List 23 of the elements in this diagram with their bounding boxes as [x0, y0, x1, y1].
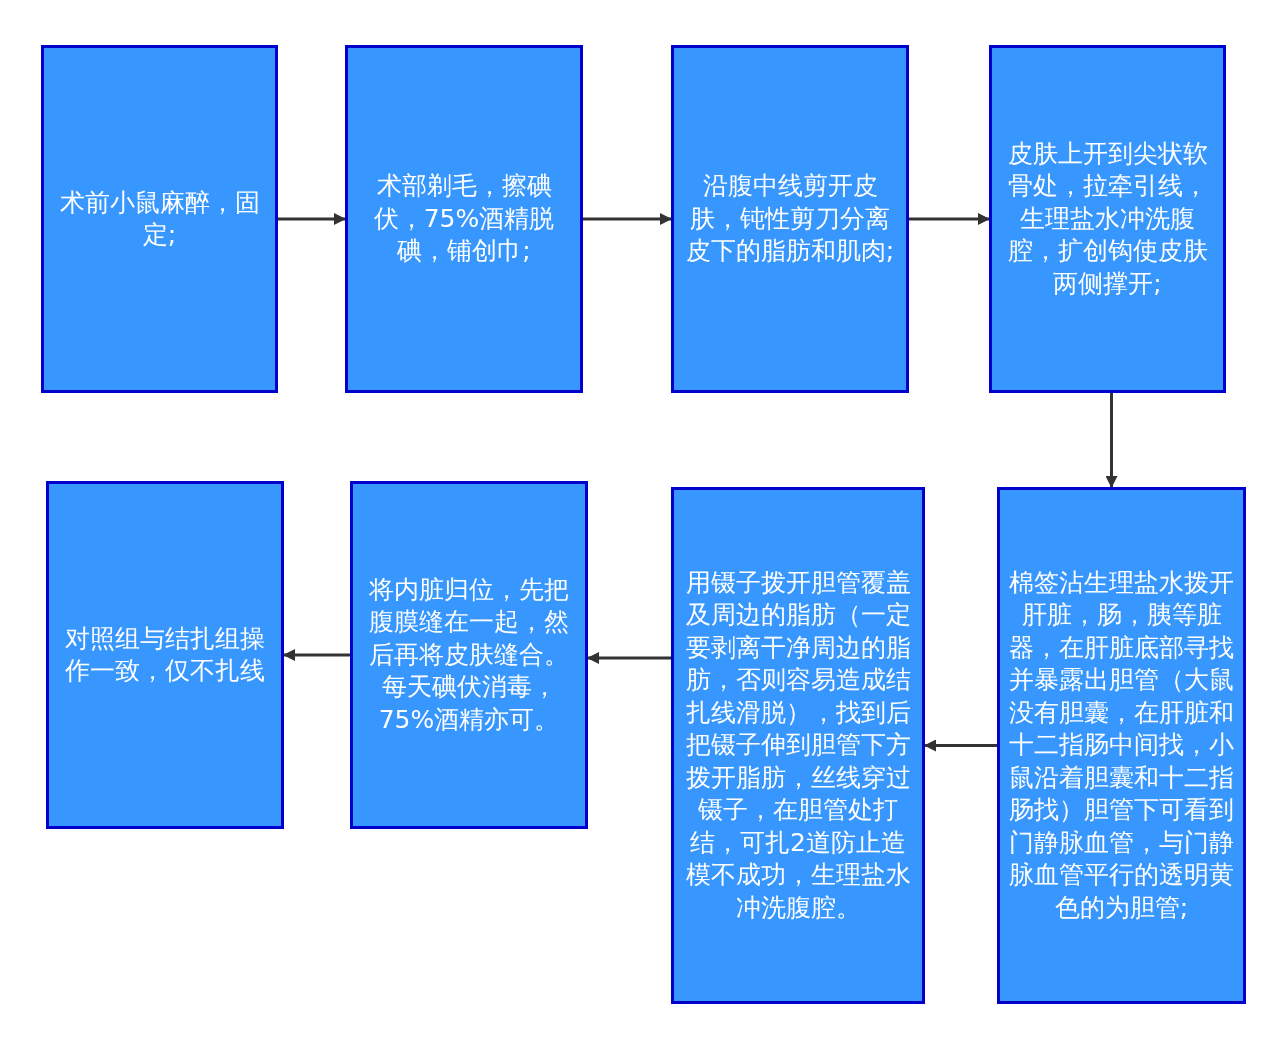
process-box — [997, 487, 1246, 1004]
arrow — [283, 649, 350, 661]
process-box — [41, 45, 278, 393]
arrow — [909, 213, 990, 225]
step-text: 皮肤上开到尖状软骨处，拉牵引线，生理盐水冲洗腹腔，扩创钩使皮肤两侧撑开; — [1006, 137, 1209, 300]
arrow — [1105, 393, 1118, 488]
process-box — [46, 481, 284, 829]
arrow — [278, 213, 346, 225]
arrow — [924, 739, 997, 752]
step-text: 用镊子拨开胆管覆盖及周边的脂肪（一定要剥离干净周边的脂肪，否则容易造成结扎线滑脱），找到后把镊子伸到胆管下方拨开脂肪，丝线穿过镊子，在胆管处打结，可扎2道防止造模不成功，生理盐水冲洗腹腔。 — [684, 566, 912, 924]
arrow — [587, 652, 671, 664]
process-box — [989, 45, 1226, 393]
arrow — [583, 213, 672, 225]
step-text: 术前小鼠麻醉，固定; — [58, 186, 261, 251]
process-box — [350, 481, 588, 829]
step-text: 对照组与结扎组操作一致，仅不扎线 — [64, 622, 266, 687]
step-text: 将内脏归位，先把腹膜缝在一起，然后再将皮肤缝合。每天碘伏消毒，75%酒精亦可。 — [368, 573, 570, 736]
process-box — [671, 45, 909, 393]
step-text: 术部剃毛，擦碘伏，75%酒精脱碘，铺创巾; — [372, 170, 556, 268]
step-text: 沿腹中线剪开皮肤，钝性剪刀分离皮下的脂肪和肌肉; — [684, 170, 896, 268]
process-box — [671, 487, 925, 1004]
step-text: 棉签沾生理盐水拨开肝脏，肠，胰等脏器，在肝脏底部寻找并暴露出胆管（大鼠没有胆囊，在肝脏和十二指肠中间找，小鼠沿着胆囊和十二指肠找）胆管下可看到门静脉血管，与门静脉血管平行的透明黄色的为胆管; — [1008, 566, 1235, 924]
process-box — [345, 45, 583, 393]
